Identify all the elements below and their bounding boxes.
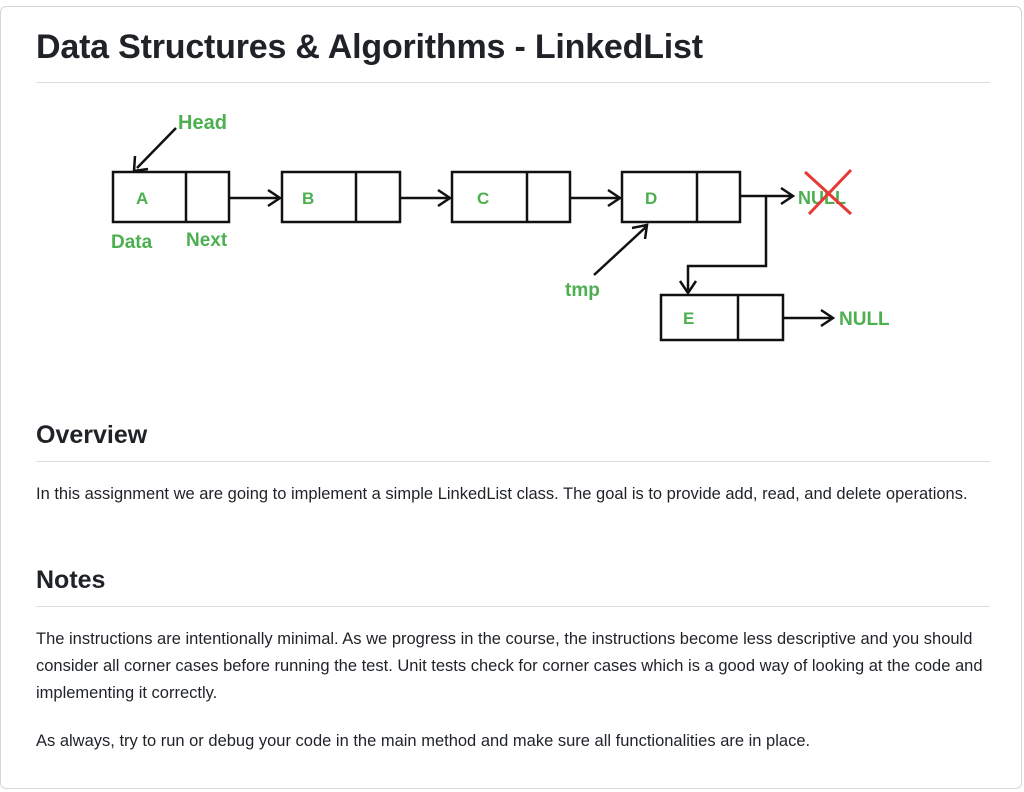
data-label: Data (111, 232, 153, 253)
null-cross-mark (803, 168, 853, 216)
head-arrow (136, 127, 177, 169)
readme-card (0, 6, 1022, 789)
crossed-null-label: NULL (798, 188, 846, 208)
arrow-d-e (686, 196, 768, 292)
linked-list-diagram: Head A B C D E Data Next tmp NULL NULL (111, 112, 890, 342)
overview-heading: Overview (36, 421, 148, 449)
tmp-arrow (593, 225, 648, 276)
node-a-box (111, 170, 231, 224)
node-c-label: C (477, 189, 489, 208)
node-d-label: D (645, 189, 657, 208)
title-divider (36, 82, 990, 83)
next-label: Next (186, 230, 228, 251)
node-d-box (620, 170, 742, 224)
notes-heading: Notes (36, 566, 106, 594)
node-c-box (450, 170, 572, 224)
notes-divider (36, 606, 990, 607)
node-e-label: E (683, 309, 694, 328)
head-label: Head (178, 112, 227, 134)
node-b-label: B (302, 189, 314, 208)
notes-paragraph-2: As always, try to run or debug your code… (36, 732, 811, 750)
overview-text: In this assignment we are going to imple… (36, 485, 968, 503)
end-null-label: NULL (839, 309, 890, 330)
overview-divider (36, 461, 990, 462)
node-e-box (659, 293, 785, 342)
node-a-label: A (136, 189, 148, 208)
page-title: Data Structures & Algorithms - LinkedLis… (36, 28, 703, 66)
notes-paragraph-1: The instructions are intentionally minim… (36, 630, 983, 702)
node-b-box (280, 170, 402, 224)
tmp-label: tmp (565, 280, 600, 301)
